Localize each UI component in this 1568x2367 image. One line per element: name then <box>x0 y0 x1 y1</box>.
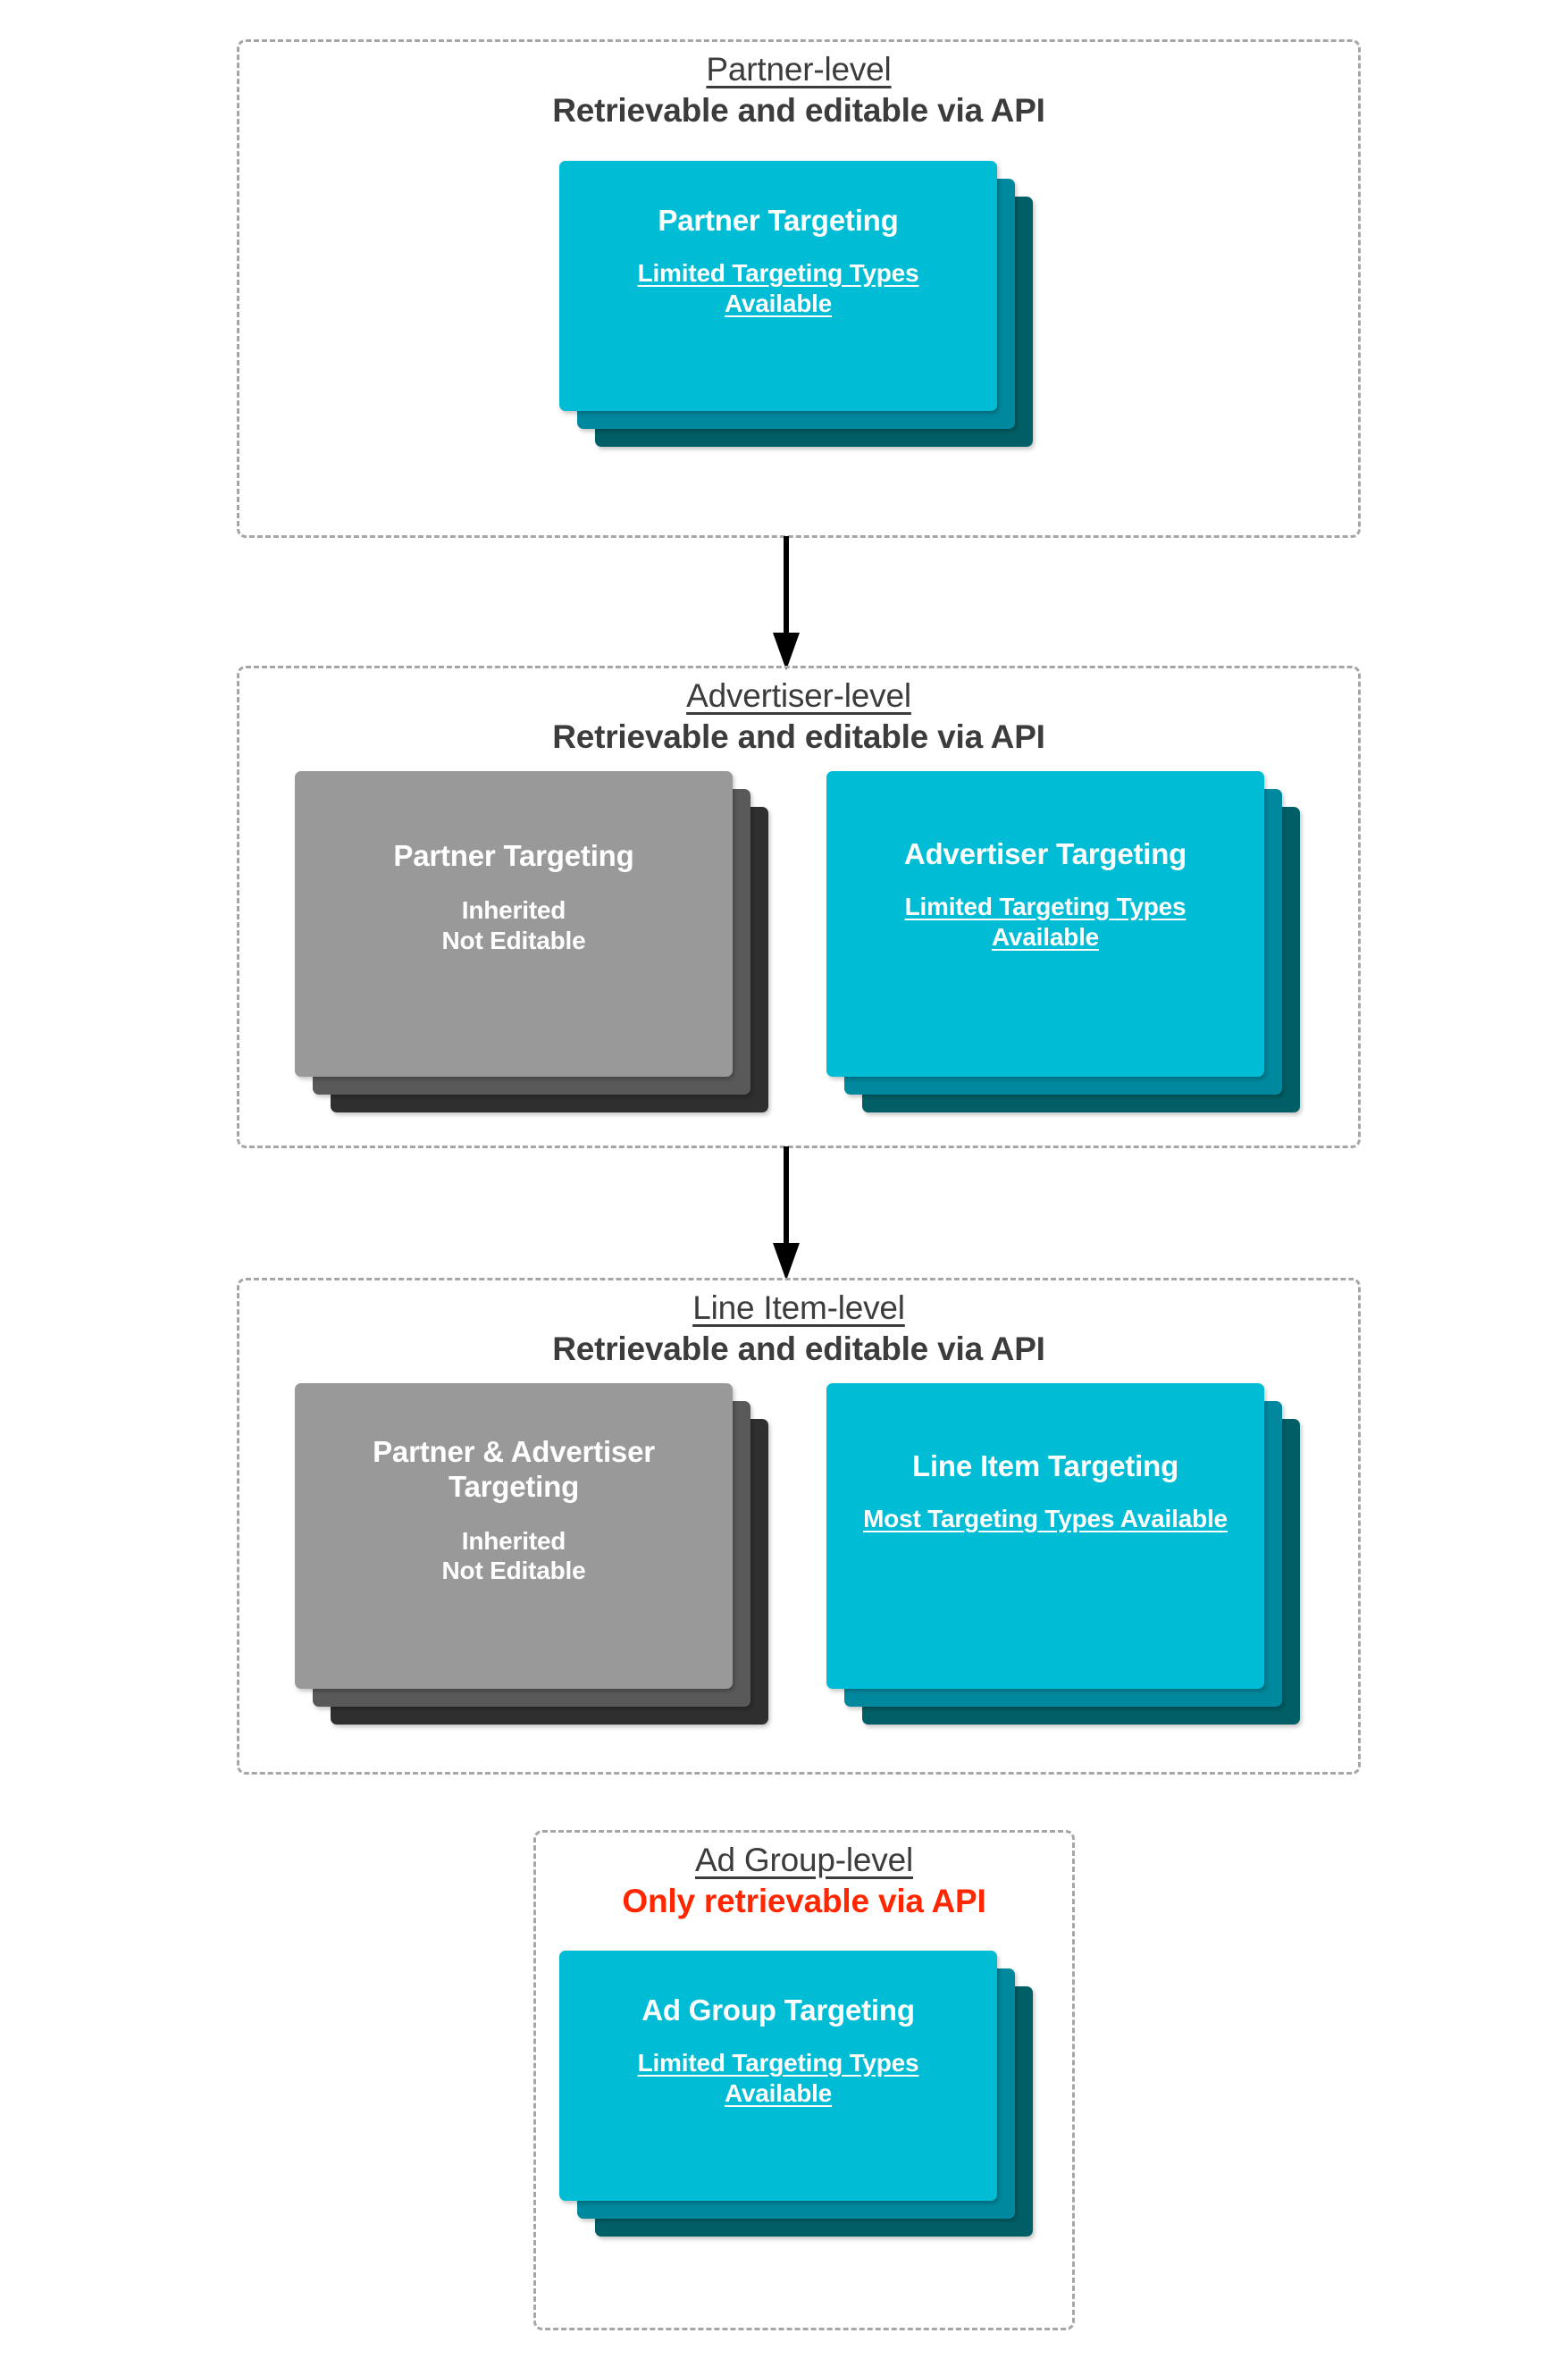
card-stack-ad-group-targeting: Ad Group Targeting Limited Targeting Typ… <box>559 1951 1033 2237</box>
card-partner-advertiser-targeting-inherited[interactable]: Partner & Advertiser Targeting Inherited… <box>295 1383 733 1689</box>
card-stack-advertiser-targeting: Advertiser Targeting Limited Targeting T… <box>826 771 1300 1112</box>
card-stack-line-item-targeting: Line Item Targeting Most Targeting Types… <box>826 1383 1300 1725</box>
card-advertiser-targeting[interactable]: Advertiser Targeting Limited Targeting T… <box>826 771 1264 1077</box>
card-title: Advertiser Targeting <box>903 837 1187 870</box>
card-partner-targeting[interactable]: Partner Targeting Limited Targeting Type… <box>559 161 997 411</box>
card-stack-advertiser-partner-inherited: Partner Targeting Inherited Not Editable <box>295 771 768 1112</box>
card-subtitle: Most Targeting Types Available <box>863 1504 1228 1532</box>
card-title: Partner & Advertiser Targeting <box>373 1435 655 1503</box>
card-title: Line Item Targeting <box>911 1449 1179 1482</box>
card-title: Partner Targeting <box>393 839 634 872</box>
card-subtitle: Limited Targeting Types Available <box>637 2048 919 2107</box>
level-container-partner <box>237 39 1361 538</box>
card-partner-targeting-inherited[interactable]: Partner Targeting Inherited Not Editable <box>295 771 733 1077</box>
card-stack-partner-targeting: Partner Targeting Limited Targeting Type… <box>559 161 1033 447</box>
card-subtitle: Inherited Not Editable <box>441 1526 586 1585</box>
card-subtitle: Limited Targeting Types Available <box>904 892 1186 951</box>
card-subtitle: Limited Targeting Types Available <box>637 258 919 317</box>
level-container-ad-group <box>533 1830 1075 2330</box>
card-title: Ad Group Targeting <box>641 1993 915 2027</box>
card-subtitle: Inherited Not Editable <box>441 895 586 954</box>
arrow-advertiser-to-line-item <box>773 1146 800 1280</box>
card-line-item-targeting[interactable]: Line Item Targeting Most Targeting Types… <box>826 1383 1264 1689</box>
level-container-advertiser <box>237 666 1361 1148</box>
arrow-partner-to-advertiser <box>773 536 800 670</box>
card-ad-group-targeting[interactable]: Ad Group Targeting Limited Targeting Typ… <box>559 1951 997 2201</box>
card-title: Partner Targeting <box>658 204 899 237</box>
level-container-line-item <box>237 1278 1361 1775</box>
card-stack-line-item-partner-advertiser-inherited: Partner & Advertiser Targeting Inherited… <box>295 1383 768 1725</box>
